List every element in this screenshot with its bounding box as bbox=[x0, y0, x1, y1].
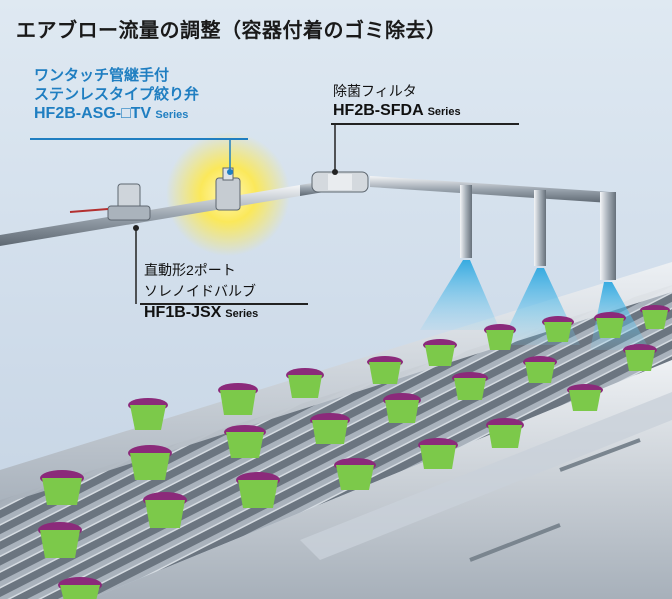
solenoid-model-line: HF1B-JSX Series bbox=[144, 302, 258, 325]
cup bbox=[38, 522, 82, 558]
valve-leader-dot bbox=[227, 169, 233, 175]
cup bbox=[310, 413, 350, 444]
solenoid-leader-dot bbox=[133, 225, 139, 231]
cup bbox=[334, 458, 376, 490]
cup bbox=[58, 577, 102, 599]
filter-name: 除菌フィルタ bbox=[333, 83, 417, 99]
filter-leader-dot bbox=[332, 169, 338, 175]
cup bbox=[542, 316, 574, 342]
valve-series: Series bbox=[155, 109, 189, 121]
filter-model-line: HF2B-SFDA Series bbox=[333, 101, 461, 122]
valve-name-line2: ステンレスタイプ絞り弁 bbox=[34, 86, 200, 103]
solenoid-valve-icon bbox=[69, 183, 151, 221]
nozzle-manifold bbox=[460, 185, 616, 280]
valve-name-line1: ワンタッチ管継手付 bbox=[34, 67, 170, 84]
valve-model: HF2B-ASG-□TV bbox=[34, 105, 152, 122]
flow-control-valve-label: ワンタッチ管継手付 ステンレスタイプ絞り弁 HF2B-ASG-□TV Serie… bbox=[34, 66, 199, 125]
cup bbox=[286, 368, 324, 398]
cup bbox=[484, 324, 516, 350]
cup bbox=[218, 383, 258, 415]
solenoid-model: HF1B-JSX bbox=[144, 304, 222, 321]
cup bbox=[623, 344, 657, 371]
solenoid-label-underline bbox=[140, 303, 308, 305]
solenoid-name-line2: ソレノイドバルブ bbox=[144, 283, 256, 299]
filter-model: HF2B-SFDA bbox=[333, 102, 424, 119]
valve-label-underline bbox=[30, 138, 248, 140]
cup bbox=[418, 438, 458, 469]
cup bbox=[640, 305, 670, 329]
valve-model-line: HF2B-ASG-□TV Series bbox=[34, 104, 199, 125]
cup bbox=[423, 339, 457, 366]
cup bbox=[567, 384, 603, 411]
leader-lines bbox=[135, 124, 336, 304]
cup bbox=[236, 472, 280, 508]
cups-on-conveyor bbox=[38, 305, 670, 599]
sterile-filter-label: 除菌フィルタ HF2B-SFDA Series bbox=[333, 82, 461, 122]
cup bbox=[128, 445, 172, 480]
filter-series: Series bbox=[427, 106, 461, 118]
solenoid-valve-label: 直動形2ポート ソレノイドバルブ HF1B-JSX Series bbox=[144, 260, 258, 325]
cup bbox=[523, 356, 557, 383]
filter-label-underline bbox=[331, 123, 519, 125]
cup bbox=[143, 492, 187, 528]
solenoid-series: Series bbox=[225, 308, 259, 320]
cup bbox=[383, 393, 421, 423]
cup bbox=[40, 470, 84, 505]
solenoid-name-line1: 直動形2ポート bbox=[144, 262, 236, 278]
diagram-title: エアブロー流量の調整（容器付着のゴミ除去） bbox=[16, 18, 447, 42]
cup bbox=[224, 425, 266, 458]
cup bbox=[367, 356, 403, 384]
cup bbox=[452, 372, 488, 400]
cup bbox=[486, 418, 524, 448]
sterile-filter-icon bbox=[311, 171, 369, 193]
cup bbox=[128, 398, 168, 430]
cup bbox=[594, 312, 626, 338]
